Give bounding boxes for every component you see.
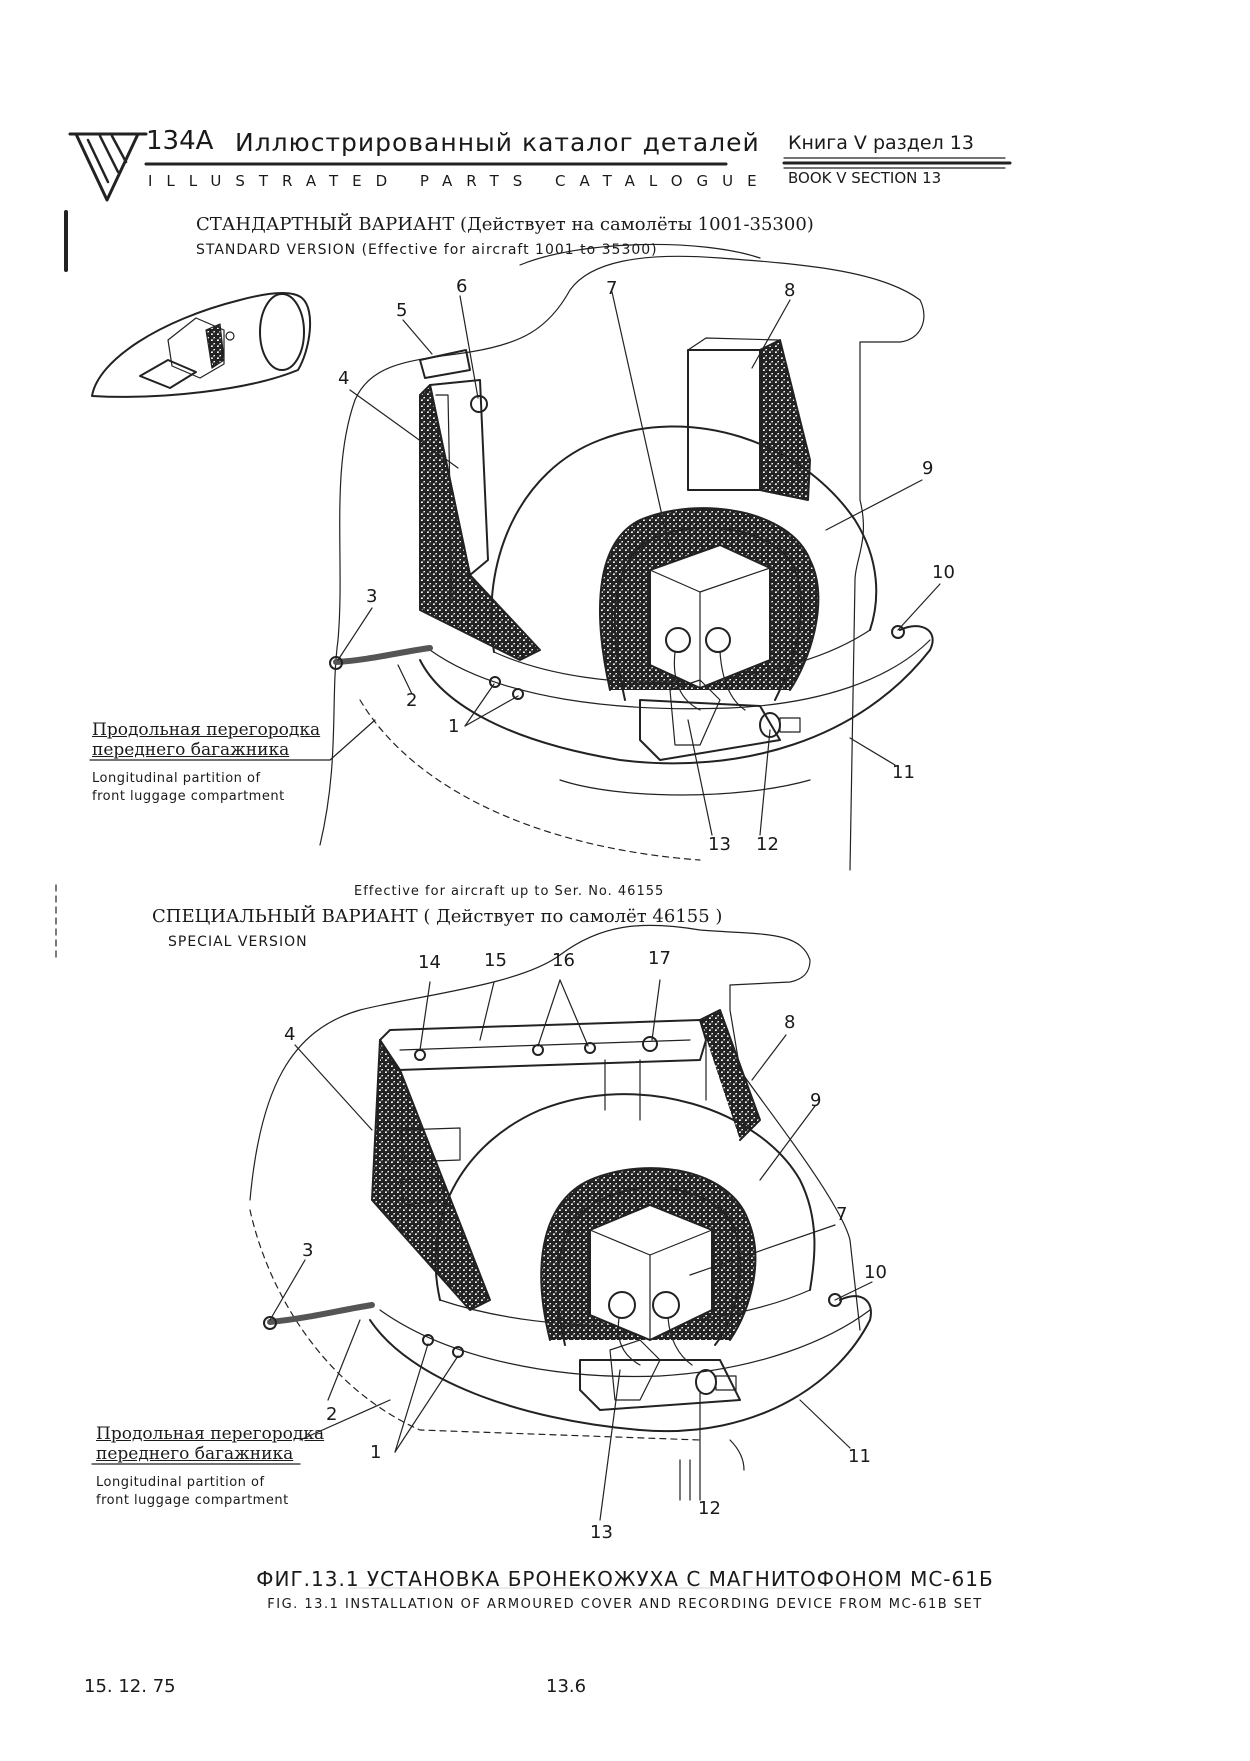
callout-13: 13 [708,834,731,855]
callout-9: 9 [810,1090,822,1111]
partition-label-en-2: front luggage compartment [92,789,285,804]
catalog-title-ru: Иллюстрированный каталог деталей [235,128,760,157]
callout-5: 5 [396,300,408,321]
partition-label-ru-1: Продольная перегородка [96,1424,325,1444]
special-effective-en: Effective for aircraft up to Ser. No. 46… [354,884,665,899]
figure-caption-ru: ФИГ.13.1 УСТАНОВКА БРОНЕКОЖУХА С МАГНИТО… [256,1567,994,1591]
special-version-drawing [91,924,873,1521]
partition-label-ru-2: переднего багажника [96,1444,294,1464]
aircraft-model: 134A [146,126,214,156]
callout-3: 3 [302,1240,314,1261]
special-title-ru: СПЕЦИАЛЬНЫЙ ВАРИАНТ ( Действует по самол… [152,906,723,927]
partition-label-en-1: Longitudinal partition of [92,771,261,786]
callout-8: 8 [784,1012,796,1033]
callout-17: 17 [648,948,671,969]
callout-10: 10 [864,1262,887,1283]
figure-caption-en: FIG. 13.1 INSTALLATION OF ARMOURED COVER… [267,1597,983,1612]
revision-date: 15. 12. 75 [84,1676,176,1697]
aircraft-nose-thumbnail [91,291,312,398]
callout-11: 11 [848,1446,871,1467]
callout-4: 4 [284,1024,296,1045]
callout-2: 2 [406,690,418,711]
callout-12: 12 [756,834,779,855]
callout-8: 8 [784,280,796,301]
callout-7: 7 [836,1204,848,1225]
callout-3: 3 [366,586,378,607]
catalog-title-en: ILLUSTRATED PARTS CATALOGUE [148,172,771,190]
callout-10: 10 [932,562,955,583]
callout-15: 15 [484,950,507,971]
partition-label-ru-2: переднего багажника [92,740,290,760]
standard-title-en: STANDARD VERSION (Effective for aircraft… [196,242,658,258]
partition-label-ru-1: Продольная перегородка [92,720,321,740]
standard-version-drawing [89,243,941,871]
special-title-en: SPECIAL VERSION [168,934,308,950]
partition-label-en-1: Longitudinal partition of [96,1475,265,1490]
book-section-en: BOOK V SECTION 13 [788,169,942,187]
page-number: 13.6 [546,1676,587,1697]
callout-1: 1 [370,1442,382,1463]
partition-label-en-2: front luggage compartment [96,1493,289,1508]
book-section-ru: Книга V раздел 13 [788,132,974,154]
callout-9: 9 [922,458,934,479]
callout-13: 13 [590,1522,613,1543]
callout-1: 1 [448,716,460,737]
callout-12: 12 [698,1498,721,1519]
callout-7: 7 [606,278,618,299]
callout-4: 4 [338,368,350,389]
callout-14: 14 [418,952,441,973]
callout-2: 2 [326,1404,338,1425]
manufacturer-logo [68,132,148,202]
callout-16: 16 [552,950,575,971]
standard-title-ru: СТАНДАРТНЫЙ ВАРИАНТ (Действует на самолё… [196,214,814,235]
callout-6: 6 [456,276,468,297]
callout-11: 11 [892,762,915,783]
